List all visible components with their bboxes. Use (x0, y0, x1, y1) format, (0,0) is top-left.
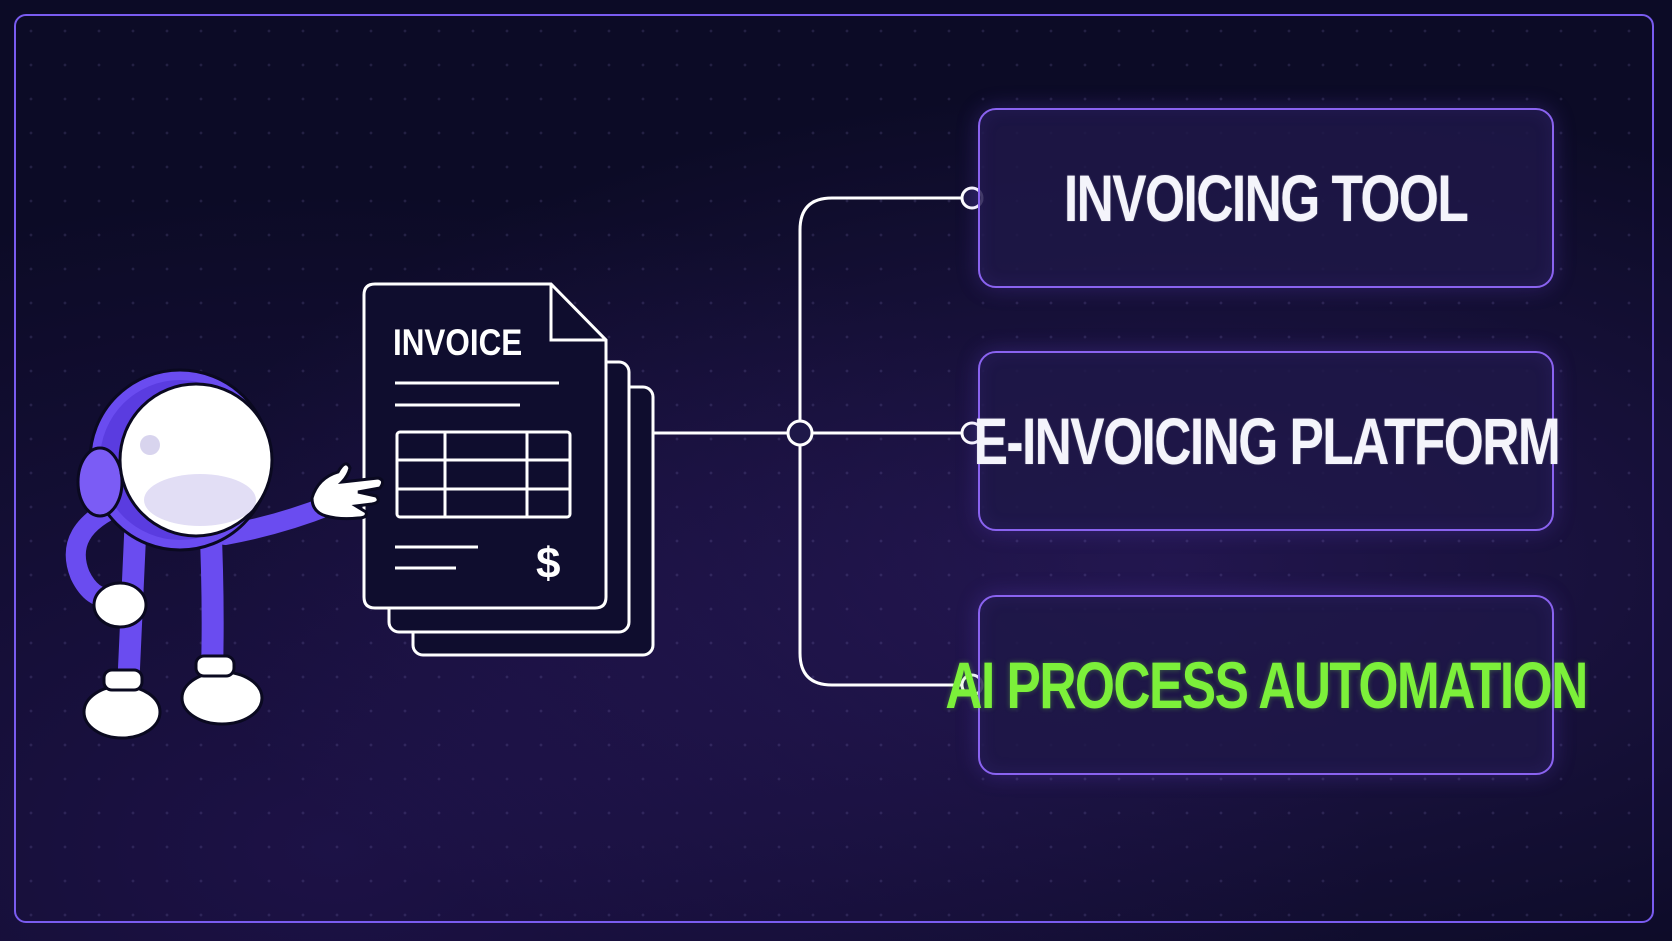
option-box-invoicing-tool: INVOICING TOOL (978, 108, 1554, 288)
mascot-shoe-left (82, 684, 162, 740)
branch-top-line (798, 196, 963, 433)
mascot-shoe-right (180, 670, 264, 726)
option-label: INVOICING TOOL (1064, 161, 1469, 235)
document-sheet-front (362, 282, 608, 610)
mascot-visor-shade (144, 474, 256, 526)
option-box-e-invoicing-platform: E-INVOICING PLATFORM (973, 351, 1560, 531)
outer-frame (14, 14, 1654, 923)
connector-lines (654, 196, 963, 687)
invoice-document-icon: INVOICE $ (362, 282, 655, 657)
mascot-visor-glint (140, 435, 160, 455)
option-box-ai-process-automation: AI PROCESS AUTOMATION (945, 595, 1588, 775)
astronaut-mascot-icon (65, 368, 385, 740)
option-label-highlighted: AI PROCESS AUTOMATION (945, 648, 1588, 722)
mascot-hand-right (310, 462, 385, 521)
invoice-label: INVOICE (393, 323, 522, 364)
dollar-sign-icon: $ (536, 539, 560, 588)
document-folded-corner (549, 284, 606, 342)
mascot-hand-left (92, 581, 148, 629)
hub-node (786, 419, 814, 447)
mascot-earpiece (76, 446, 124, 518)
option-label: E-INVOICING PLATFORM (973, 404, 1560, 478)
document-table (395, 430, 572, 519)
branch-bottom-line (798, 433, 963, 687)
